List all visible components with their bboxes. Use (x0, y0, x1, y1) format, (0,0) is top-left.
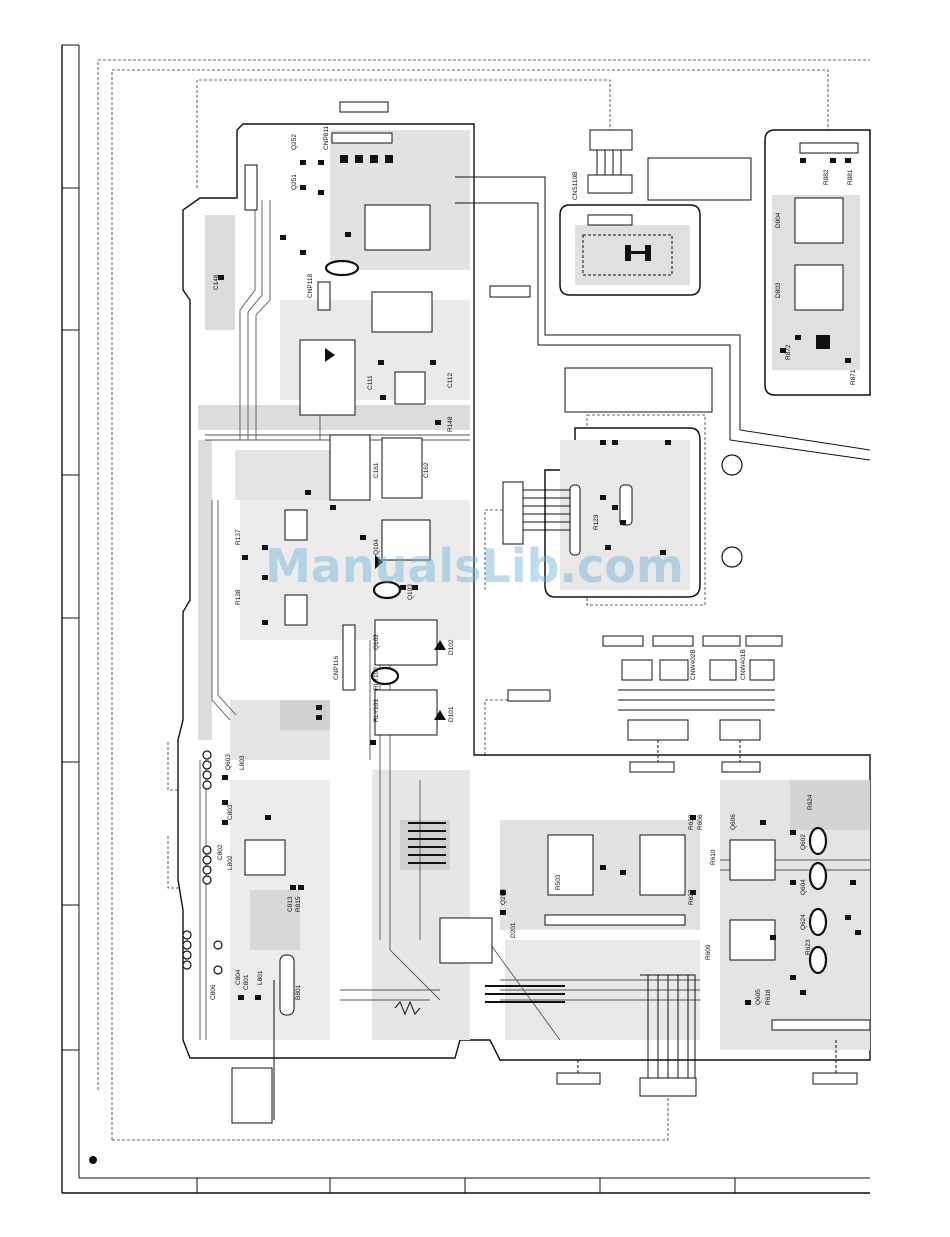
c806-label: C806 (210, 984, 217, 1000)
rly101-label: RLY101 (373, 699, 380, 722)
q604-label: Q604 (800, 879, 807, 895)
cnw402b-label: CNW402B (690, 649, 697, 680)
cnp116-label: CNP116 (333, 656, 340, 680)
q603-label: Q603 (225, 754, 232, 770)
r503-label: R503 (555, 874, 562, 890)
r623-label: R623 (805, 939, 812, 955)
r872-label: R872 (785, 344, 792, 360)
d803-label: D803 (775, 282, 782, 298)
cnp118-label: CNP118 (307, 274, 314, 298)
rly102-label: RLY102 (373, 667, 380, 690)
cns110b-pcb: CNS110B (559, 129, 752, 296)
r882-label: R882 (823, 169, 830, 185)
c111-label: C111 (367, 375, 374, 390)
component-labels: CNP118 CNP116 CNW402B CNW401B Q251 Q252 … (210, 126, 857, 1005)
q624-label: Q624 (800, 914, 807, 930)
r637-label: R637 (688, 889, 695, 905)
d804-label: D804 (775, 212, 782, 228)
r638-label: R638 (688, 814, 695, 830)
q606-label: Q606 (730, 814, 737, 830)
r148-label: R148 (447, 416, 454, 432)
d102-label: D102 (448, 639, 455, 655)
l801-label: L801 (257, 970, 264, 985)
q102-label: Q102 (373, 634, 380, 650)
r624-label: R624 (807, 794, 814, 810)
main-pcb (177, 101, 871, 1124)
q104-label: Q104 (373, 539, 380, 555)
page-frame (61, 44, 870, 1194)
r881-label: R881 (847, 169, 854, 185)
c162-label: C162 (423, 462, 430, 478)
r137-label: R137 (235, 529, 242, 545)
c161-label: C161 (373, 462, 380, 478)
r138-label: R138 (235, 589, 242, 605)
q103-label: Q103 (407, 584, 414, 600)
r609-label: R609 (705, 944, 712, 960)
b801-label: B801 (295, 984, 302, 1000)
r610-label: R610 (710, 849, 717, 865)
l803-label: L803 (239, 755, 246, 770)
cns110b-label: CNS110B (572, 172, 579, 200)
cnp811-label: CNP811 (323, 126, 330, 150)
c801-label: C801 (243, 974, 250, 990)
flex-cables (455, 176, 871, 461)
c803-label: C803 (227, 804, 234, 820)
cnw401b-label: CNW401B (740, 649, 747, 680)
d201-label: D201 (510, 922, 517, 938)
label-box (564, 367, 713, 413)
bottom-cable (273, 974, 837, 1120)
r618-label: R618 (765, 989, 772, 1005)
c802-label: C802 (217, 844, 224, 860)
q251-label: Q251 (291, 174, 298, 190)
q605-label: Q605 (755, 989, 762, 1005)
r606-label: R606 (697, 814, 704, 830)
r815-label: R815 (295, 896, 302, 912)
q208-label: Q208 (500, 889, 507, 905)
q602-label: Q602 (800, 834, 807, 850)
l802-label: L802 (227, 855, 234, 870)
r871-label: R871 (850, 369, 857, 385)
top-right-pcb (764, 129, 871, 396)
harness (602, 635, 783, 762)
d101-label: D101 (448, 706, 455, 722)
q252-label: Q252 (291, 134, 298, 150)
c813-label: C813 (287, 896, 294, 912)
c148-label: C148 (213, 274, 220, 290)
c804-label: C804 (235, 969, 242, 985)
jack-pcb (523, 427, 743, 598)
c112-label: C112 (447, 373, 454, 388)
watermark: ManualsLib.com (265, 539, 684, 593)
r123-label: R123 (593, 514, 600, 530)
